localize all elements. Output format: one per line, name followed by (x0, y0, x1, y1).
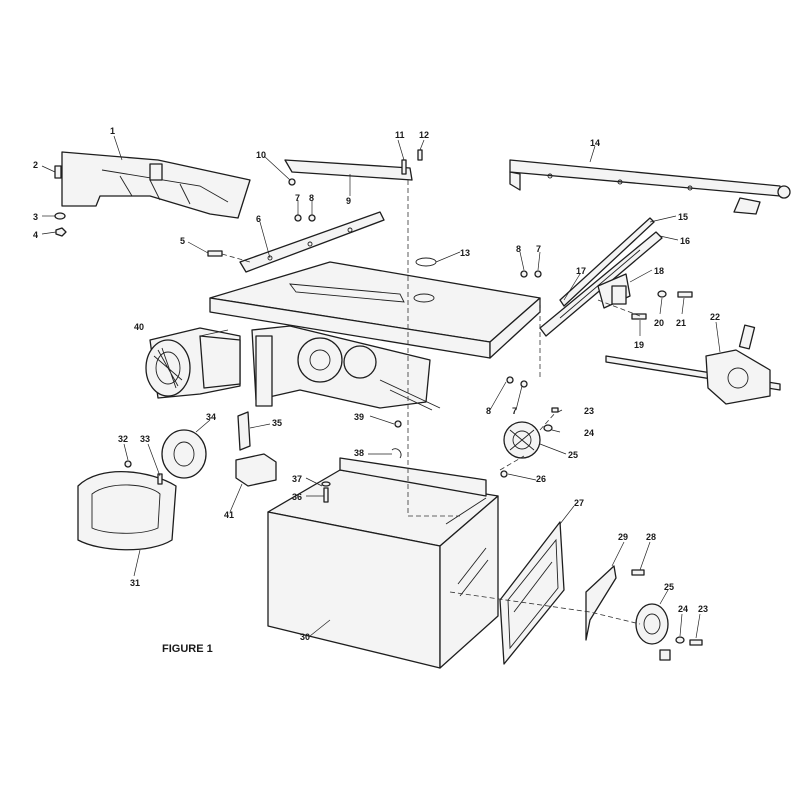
callout-41: 41 (224, 510, 234, 520)
callout-20: 20 (654, 318, 664, 328)
screw-5 (207, 250, 223, 257)
callout-30: 30 (300, 632, 310, 642)
callout-28: 28 (646, 532, 656, 542)
callout-27: 27 (574, 498, 584, 508)
callout-15: 15 (678, 212, 688, 222)
callout-8c: 8 (516, 244, 521, 254)
assembly-lines (221, 180, 641, 625)
callout-24b: 24 (678, 604, 688, 614)
callout-7a: 7 (295, 193, 300, 203)
blade-guard (61, 151, 251, 219)
callout-14: 14 (590, 138, 600, 148)
callout-40: 40 (134, 322, 144, 332)
callout-33: 33 (140, 434, 150, 444)
leader-lines (41, 135, 721, 639)
callout-34: 34 (206, 412, 216, 422)
callout-1: 1 (110, 126, 115, 136)
callout-12: 12 (419, 130, 429, 140)
callout-4: 4 (33, 230, 38, 240)
handwheel-upper (503, 421, 541, 459)
motor-assembly (251, 325, 441, 411)
callout-18: 18 (654, 266, 664, 276)
saw-table (209, 257, 541, 359)
side-rail-15 (559, 217, 655, 307)
callout-32: 32 (118, 434, 128, 444)
callout-7b: 7 (512, 406, 517, 416)
handwheel-hardware (394, 376, 559, 478)
callout-16: 16 (680, 236, 690, 246)
miter-gauge (605, 324, 781, 405)
callout-38: 38 (354, 448, 364, 458)
cabinet-screws (321, 448, 402, 503)
bracket (237, 411, 251, 451)
callout-9: 9 (346, 196, 351, 206)
callout-25b: 25 (664, 582, 674, 592)
fence-hardware (520, 270, 693, 320)
callout-23a: 23 (584, 406, 594, 416)
throat-bar (284, 159, 413, 181)
motor (145, 327, 241, 399)
callout-5: 5 (180, 236, 185, 246)
side-rail-16 (539, 231, 663, 337)
callout-8b: 8 (486, 406, 491, 416)
guard-hardware (54, 165, 67, 237)
callout-17: 17 (576, 266, 586, 276)
callout-labels: 1 2 3 4 5 6 7 8 9 10 11 12 13 14 15 16 1… (33, 126, 720, 642)
callout-2: 2 (33, 160, 38, 170)
callout-11: 11 (395, 130, 405, 140)
front-panel (499, 521, 565, 665)
rail-bar (239, 211, 385, 273)
callout-13: 13 (460, 248, 470, 258)
callout-22: 22 (710, 312, 720, 322)
callout-29: 29 (618, 532, 628, 542)
pulley-cover (77, 471, 177, 551)
block (235, 453, 277, 487)
callout-39: 39 (354, 412, 364, 422)
small-parts-top (288, 149, 423, 222)
callout-7c: 7 (536, 244, 541, 254)
callout-6: 6 (256, 214, 261, 224)
figure-caption: FIGURE 1 (162, 643, 213, 655)
callout-31: 31 (130, 578, 140, 588)
pulley (124, 429, 207, 485)
handwheel-lower (585, 565, 703, 661)
callout-23b: 23 (698, 604, 708, 614)
callout-35: 35 (272, 418, 282, 428)
callout-36: 36 (292, 492, 302, 502)
rear-rail (509, 159, 791, 215)
callout-37: 37 (292, 474, 302, 484)
callout-26: 26 (536, 474, 546, 484)
callout-8a: 8 (309, 193, 314, 203)
callout-19: 19 (634, 340, 644, 350)
callout-24a: 24 (584, 428, 594, 438)
callout-3: 3 (33, 212, 38, 222)
callout-21: 21 (676, 318, 686, 328)
callout-25a: 25 (568, 450, 578, 460)
fence-lock (597, 273, 631, 309)
callout-10: 10 (256, 150, 266, 160)
